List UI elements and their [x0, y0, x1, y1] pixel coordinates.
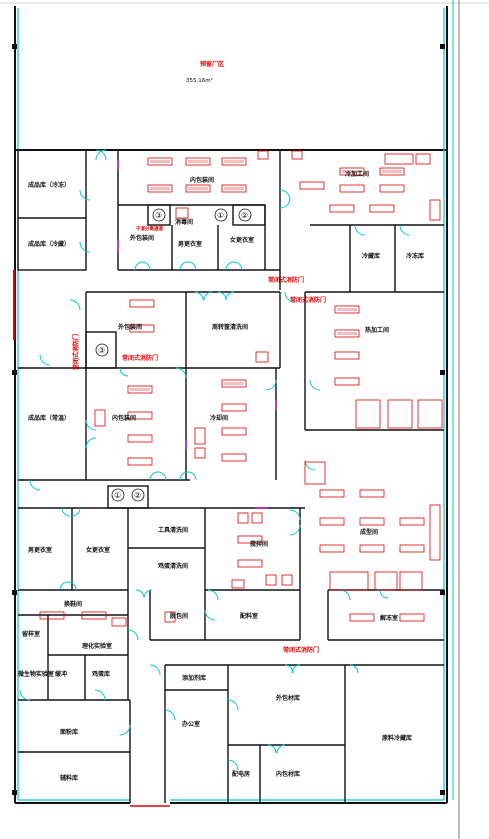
room-office: 办公室 [182, 720, 200, 728]
reserved-zone-area: 355.16m² [186, 77, 213, 84]
room-egg-wash: 鸡蛋清洗间 [157, 562, 188, 570]
room-outer-pack-2: 外包装间 [117, 323, 142, 331]
room-forming: 成型间 [360, 528, 378, 536]
room-additive: 添加剂库 [182, 674, 206, 682]
passage-label-1: 干湿分离通道 [136, 225, 163, 232]
marker-3b: ③ [98, 346, 105, 355]
room-tool-wash: 工具清洗间 [158, 526, 188, 534]
room-disinfect: 消毒间 [175, 218, 193, 226]
room-physchem-lab: 理化实验室 [82, 642, 112, 650]
room-mixing: 搅拌间 [250, 540, 268, 548]
fire-door-label-5: 常闭式消防门 [72, 334, 80, 370]
fire-door-label-4: 常闭式消防门 [283, 646, 319, 654]
room-female-change-2: 女更衣室 [86, 546, 110, 554]
room-raw-cold: 原料冷藏库 [382, 734, 412, 742]
room-ingredient: 配料室 [240, 612, 258, 620]
room-sample: 留样室 [22, 630, 40, 638]
room-male-change-1: 男更衣室 [178, 240, 202, 248]
room-outer-pack-disinfect: 外包装间 [129, 234, 154, 242]
marker-1a: ① [217, 211, 224, 220]
room-female-change-1: 女更衣室 [230, 236, 254, 244]
room-freezer: 冷冻库 [406, 252, 424, 260]
room-thaw: 解冻室 [380, 614, 398, 622]
room-inner-pack-2: 内包装间 [112, 414, 136, 422]
reserved-zone-name: 预留厂区 [200, 60, 224, 68]
door-labels: 常闭式消防门 常闭式消防门 常闭式消防门 常闭式消防门 干湿分离通道 常闭式消防… [72, 225, 326, 654]
room-hot-process: 热加工间 [365, 326, 389, 334]
room-inner-pack: 内包装间 [190, 176, 214, 184]
room-turnover-wash: 周转筐清洗间 [212, 323, 248, 331]
outer-walls [14, 6, 448, 804]
room-cooling: 冷却间 [210, 414, 228, 422]
room-buffer: 缓冲 [55, 670, 67, 678]
marker-3a: ③ [155, 211, 162, 220]
room-finished-ambient: 成品库（常温） [28, 414, 70, 422]
fire-door-label-3: 常闭式消防门 [122, 354, 158, 362]
equipment [39, 150, 443, 627]
room-egg-storage: 鸡蛋库 [91, 670, 110, 678]
room-finished-chill: 成品库（冷藏） [28, 240, 70, 248]
room-male-change-2: 男更衣室 [28, 546, 52, 554]
room-outer-material: 外包材库 [275, 694, 300, 702]
interior-walls [17, 149, 444, 803]
structural-columns [12, 44, 445, 795]
room-shoe-change: 换鞋间 [64, 600, 82, 608]
room-finished-cold: 成品库（冷冻） [28, 181, 70, 189]
marker-2a: ② [241, 211, 248, 220]
room-micro-lab: 微生物实验室 [17, 670, 54, 678]
room-auxiliary: 辅料库 [60, 774, 78, 782]
room-flour: 面粉库 [60, 728, 78, 736]
room-inner-material: 内包材库 [276, 770, 300, 778]
fire-door-label-2: 常闭式消防门 [290, 296, 326, 304]
room-cold-process: 冷加工间 [345, 170, 369, 178]
marker-2b: ② [134, 491, 141, 500]
fire-door-label-1: 常闭式消防门 [268, 276, 304, 284]
marker-1b: ① [114, 491, 121, 500]
room-unpack: 脱包间 [170, 612, 188, 620]
room-cool-storage: 冷藏库 [362, 252, 380, 260]
circled-markers: ③ ① ② ③ ① ② [95, 208, 252, 502]
room-labels: 内包装间 冷加工间 外包装间 消毒间 男更衣室 女更衣室 成品库（冷冻） 成品库… [17, 170, 424, 782]
room-power: 配电房 [232, 770, 250, 778]
